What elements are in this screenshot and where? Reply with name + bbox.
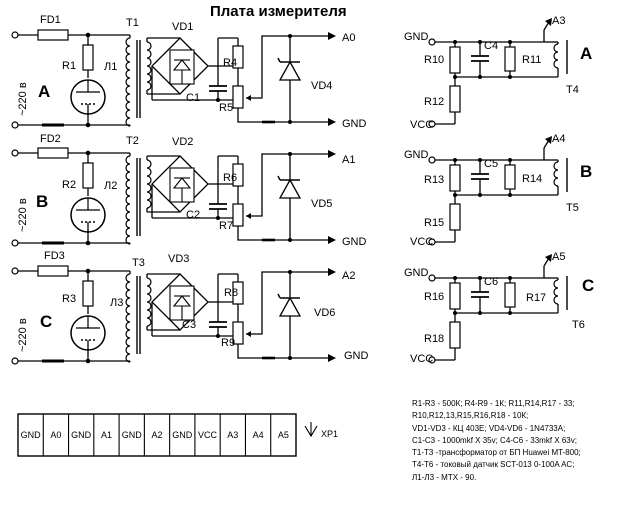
vcc-label: VCC (410, 119, 433, 131)
connector-pin-label: GND (172, 430, 193, 440)
voltage-channel-a (10, 28, 338, 130)
phase-letter: A (580, 44, 592, 63)
bridge-label: VD1 (172, 21, 193, 33)
capacitor-label: C1 (186, 92, 200, 104)
voltage-label: ~220 в (17, 198, 29, 232)
phase-letter: C (40, 312, 52, 331)
bridge-label: VD3 (168, 253, 189, 265)
burden-label: R14 (522, 173, 542, 185)
r-top-label: R13 (424, 174, 444, 186)
capacitor-label: C4 (484, 40, 498, 52)
divider-top-label: R6 (223, 172, 237, 184)
resistor-label: R1 (62, 60, 76, 72)
transformer-label: T3 (132, 257, 145, 269)
connector-pins: GND A0 GND A1 GND A2 GND VCC A3 A4 A5 (21, 414, 289, 456)
connector-pin-label: VCC (198, 430, 218, 440)
diagram-title: Плата измерителя (210, 3, 347, 20)
note-line: VD1-VD3 - КЦ 403Е; VD4-VD6 - 1N4733A; (412, 423, 566, 433)
component-notes: R1-R3 - 500К; R4-R9 - 1К; R11,R14,R17 - … (412, 398, 616, 484)
fuse-label: FD1 (40, 14, 61, 26)
r-top-label: R10 (424, 54, 444, 66)
bridge-label: VD2 (172, 136, 193, 148)
gnd-label: GND (404, 149, 429, 161)
burden-label: R17 (526, 292, 546, 304)
resistor-label: R3 (62, 293, 76, 305)
lamp-label: Л1 (104, 61, 117, 73)
current-channel-b (428, 135, 568, 246)
output-label: A4 (552, 133, 565, 145)
divider-top-label: R4 (223, 57, 237, 69)
phase-letter: B (36, 192, 48, 211)
divider-bottom-label: R9 (221, 337, 235, 349)
output-label: A3 (552, 15, 565, 27)
burden-label: R11 (522, 54, 541, 66)
connector-pin-label: A3 (227, 430, 238, 440)
r-bottom-label: R12 (424, 96, 444, 108)
note-line: R10,R12,13,R15,R16,R18 - 10К; (412, 411, 529, 421)
transformer-label: T2 (126, 135, 139, 147)
fuse-label: FD2 (40, 133, 61, 145)
sensor-label: T4 (566, 84, 579, 96)
voltage-channel-b (10, 146, 338, 248)
zener-label: VD6 (314, 307, 335, 319)
note-line: C1-C3 - 1000mkf X 35v; C4-C6 - 33mkf X 6… (412, 435, 577, 445)
current-sensor-labels: GND VCC R10 R12 C4 R11 T4 A3 A GND VCC R… (404, 15, 594, 365)
connector-pin-label: A1 (101, 430, 112, 440)
gnd-label: GND (404, 31, 429, 43)
lamp-label: Л3 (110, 297, 123, 309)
output-label: A1 (342, 154, 355, 166)
r-top-label: R16 (424, 291, 444, 303)
gnd-label: GND (342, 236, 367, 248)
fuse-label: FD3 (44, 250, 65, 262)
gnd-label: GND (344, 350, 369, 362)
vcc-label: VCC (410, 236, 433, 248)
divider-bottom-label: R5 (219, 102, 233, 114)
connector-pin-label: GND (122, 430, 143, 440)
voltage-channel-labels: FD1 R1 Л1 T1 VD1 C1 R4 R5 VD4 A0 GND A ~… (17, 14, 369, 362)
phase-letter: A (38, 82, 50, 101)
connector-pin-label: GND (21, 430, 42, 440)
resistor-label: R2 (62, 179, 76, 191)
sensor-label: T6 (572, 319, 585, 331)
note-line: T1-T3 -трансформатор от БП Huawei MT-800… (412, 448, 581, 458)
connector-pin-label: A5 (278, 430, 289, 440)
output-label: A5 (552, 251, 565, 263)
connector-pin-label: A2 (151, 430, 162, 440)
capacitor-label: C3 (182, 319, 196, 331)
r-bottom-label: R18 (424, 333, 444, 345)
note-line: Л1-Л3 - МТХ - 90. (412, 472, 477, 482)
zener-label: VD4 (311, 80, 332, 92)
connector-xp1: GND A0 GND A1 GND A2 GND VCC A3 A4 A5 XP1 (17, 413, 338, 457)
sensor-label: T5 (566, 202, 579, 214)
note-line: R1-R3 - 500К; R4-R9 - 1К; R11,R14,R17 - … (412, 399, 575, 408)
capacitor-label: C6 (484, 276, 498, 288)
output-label: A0 (342, 32, 355, 44)
gnd-label: GND (404, 267, 429, 279)
lamp-label: Л2 (104, 180, 117, 192)
current-channel-c (428, 253, 568, 364)
zener-label: VD5 (311, 198, 332, 210)
capacitor-label: C5 (484, 158, 498, 170)
phase-letter: B (580, 162, 592, 181)
current-channel-a (428, 17, 568, 128)
connector-pin-label: GND (71, 430, 92, 440)
note-line: T4-T6 - токовый датчик SCT-013 0-100A AC… (412, 460, 575, 470)
divider-bottom-label: R7 (219, 220, 233, 232)
voltage-label: ~220 в (17, 82, 29, 116)
transformer-label: T1 (126, 17, 139, 29)
output-label: A2 (342, 270, 355, 282)
divider-top-label: R8 (224, 287, 238, 299)
gnd-label: GND (342, 118, 367, 130)
connector-pin-label: A4 (253, 430, 264, 440)
vcc-label: VCC (410, 353, 433, 365)
r-bottom-label: R15 (424, 217, 444, 229)
voltage-label: ~220 в (17, 318, 29, 352)
connector-body (17, 413, 297, 457)
phase-letter: C (582, 276, 594, 295)
connector-name: XP1 (321, 429, 338, 439)
voltage-channel-c (10, 264, 338, 366)
connector-pin-label: A0 (50, 430, 61, 440)
capacitor-label: C2 (186, 209, 200, 221)
